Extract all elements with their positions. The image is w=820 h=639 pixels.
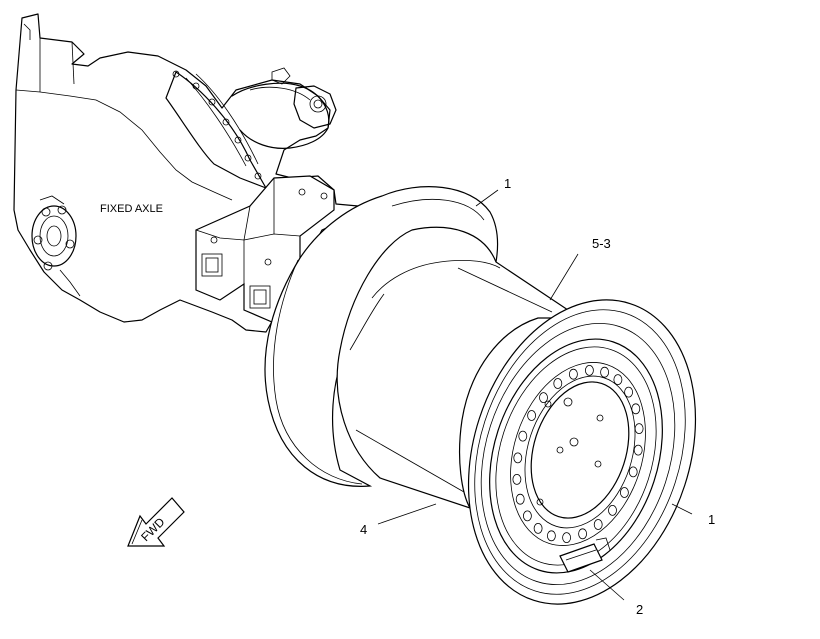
wheel-bolt [634,423,644,435]
leader-rim-outer [671,503,693,515]
wheel-bolt [624,386,633,398]
wheel-bolt [523,510,532,522]
wheel-bolt [593,519,603,530]
wheel-disc [530,381,630,519]
callout-lock-ring: 2 [636,602,643,617]
callout-rim-inner: 1 [504,176,511,191]
leader-rim-base [377,503,437,525]
leader-rim-band [549,253,579,301]
rim-band [336,226,582,510]
wheel-bolt [600,366,609,378]
callout-rim-outer: 1 [708,512,715,527]
callout-rim-base: 4 [360,522,367,537]
wheel-bolt [512,473,522,485]
hub-bolt-cluster [271,67,337,129]
wheel-bolt [585,364,594,376]
wheel-bolt [527,410,536,421]
wheel-bolt [533,523,543,534]
leader-rim-inner [475,189,499,207]
axle-label: FIXED AXLE [100,203,163,215]
wheel-bolt [628,466,638,478]
wheel-bolt [547,530,556,542]
forward-direction-arrow: FWD [127,497,185,547]
axle-flange [31,195,81,297]
callout-rim-band: 5-3 [592,236,611,251]
lock-ring [489,338,663,574]
wheel-bolt [620,487,629,498]
wheel-bolt [569,368,578,380]
wheel-rim [264,186,697,605]
wheel-bolt [539,392,548,404]
wheel-bolt [633,444,643,456]
wheel-bolt [553,378,563,389]
wheel-bolt [578,528,587,540]
wheel-bolt [631,403,641,415]
leader-lock-ring [589,569,625,601]
callout-leaders [377,189,693,601]
wheel-bolt [518,430,528,442]
wheel-bolt-ring [512,364,644,543]
wheel-bolt [515,493,525,505]
lock-ring-tab [559,537,611,573]
wheel-bolt [562,532,571,543]
wheel-bolt [613,374,623,386]
wheel-bolt [608,504,617,516]
wheel-bolt [513,452,523,464]
gear-case-bolts [172,70,262,180]
